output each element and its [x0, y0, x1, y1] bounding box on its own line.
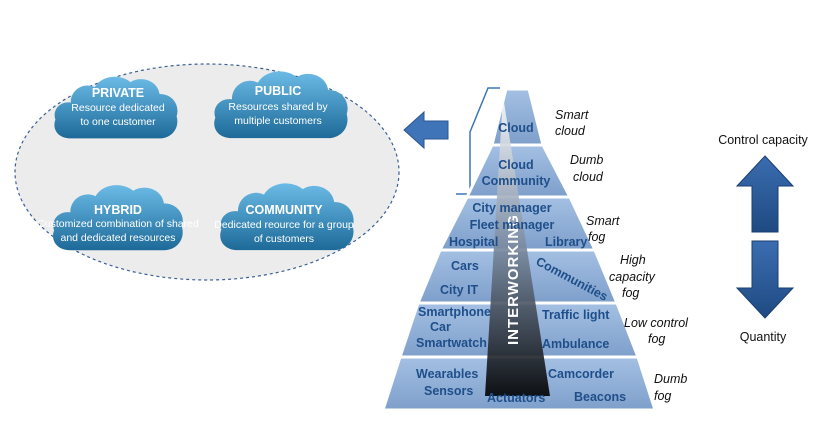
tier-label-line: fog: [654, 389, 671, 403]
cloud-community: COMMUNITY Dedicated reource for a group …: [214, 183, 354, 251]
tier-item: Hospital: [449, 235, 498, 249]
tier-item: Ambulance: [542, 337, 609, 351]
tier-smart-cloud: [490, 87, 545, 147]
tier-label-high-capacity-fog: High capacity fog: [609, 253, 656, 300]
tier-label-line: Smart: [555, 108, 589, 122]
tier-label-line: capacity: [609, 270, 656, 284]
tier-item: Beacons: [574, 390, 626, 404]
tier-label-line: Dumb: [654, 372, 687, 386]
tier-label-line: cloud: [555, 124, 586, 138]
cloud-public: PUBLIC Resources shared by multiple cust…: [214, 71, 348, 139]
tier-label-line: fog: [648, 332, 665, 346]
cloud-desc-line: Customized combination of shared: [37, 218, 199, 230]
cloud-private: PRIVATE Resource dedicated to one custom…: [54, 76, 178, 139]
tier-item: Smartwatch: [416, 336, 487, 350]
tier-item: Wearables: [416, 367, 478, 381]
up-arrow-icon: [735, 155, 795, 233]
quantity-label: Quantity: [740, 330, 787, 344]
cloud-title: COMMUNITY: [245, 203, 323, 217]
cloud-hybrid: HYBRID Customized combination of shared …: [37, 185, 199, 251]
tier-label-low-control-fog: Low control fog: [624, 316, 689, 346]
tier-label-smart-cloud: Smart cloud: [555, 108, 589, 138]
cloud-desc-line: Resource dedicated: [71, 102, 165, 114]
cloud-title: PUBLIC: [255, 84, 302, 98]
tier-item: Fleet manager: [470, 218, 555, 232]
control-capacity-label: Control capacity: [718, 133, 808, 147]
tier-label-line: Low control: [624, 316, 689, 330]
tier-item: City IT: [440, 283, 479, 297]
tier-label-line: cloud: [573, 170, 604, 184]
cloud-desc-line: multiple customers: [234, 115, 322, 127]
tier-label-line: fog: [588, 230, 605, 244]
tier-item: Sensors: [424, 384, 473, 398]
tier-item: Smartphone: [418, 305, 491, 319]
tier-label-line: Smart: [586, 214, 620, 228]
cloud-desc-line: Dedicated reource for a group: [214, 219, 354, 231]
tier-item: Library: [545, 235, 587, 249]
tier-item: Community: [482, 174, 551, 188]
tier-item: Cloud: [498, 121, 533, 135]
tier-label-line: Dumb: [570, 153, 603, 167]
tier-item: Cars: [451, 259, 479, 273]
cloud-desc-line: to one customer: [80, 116, 156, 128]
tier-label-dumb-cloud: Dumb cloud: [570, 153, 604, 184]
tier-item: Actuators: [487, 391, 545, 405]
interworking-wedge: [485, 96, 550, 396]
tier-item: City manager: [472, 201, 551, 215]
tier-label-line: fog: [622, 286, 639, 300]
interworking-label: INTERWORKING: [505, 214, 522, 345]
left-arrow-icon: [403, 110, 449, 150]
cloud-tier-bracket: [456, 87, 500, 195]
cloud-title: PRIVATE: [92, 86, 144, 100]
down-arrow-icon: [735, 240, 795, 319]
tier-label-dumb-fog: Dumb fog: [654, 372, 687, 403]
cloud-desc-line: Resources shared by: [228, 101, 328, 113]
tier-label-smart-fog: Smart fog: [586, 214, 620, 244]
tier-item: Car: [430, 320, 451, 334]
tier-item: Camcorder: [548, 367, 614, 381]
cloud-desc-line: and dedicated resources: [61, 232, 176, 244]
tier-label-line: High: [620, 253, 646, 267]
cloud-desc-line: of customers: [254, 233, 314, 245]
tier-item: Traffic light: [542, 308, 610, 322]
cloud-title: HYBRID: [94, 203, 142, 217]
tier-item: Cloud: [498, 158, 533, 172]
